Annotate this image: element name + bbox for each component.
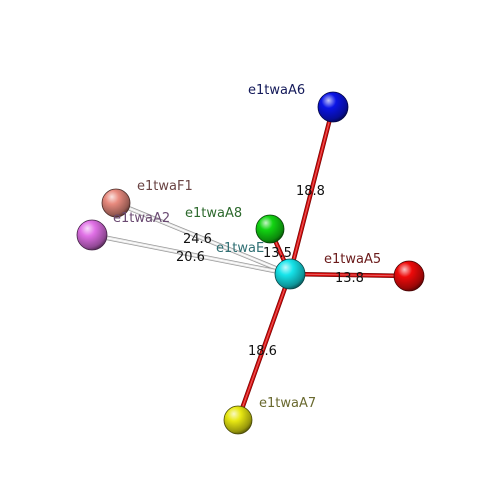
node-e1twaa5[interactable] — [393, 260, 425, 292]
distance-label-e1twaf1: 24.6 — [183, 232, 212, 247]
bond-e1twaa5 — [287, 271, 412, 279]
foreground-labels: 13.5 13.8 — [263, 246, 364, 286]
node-label-e1twaa6: e1twaA6 — [248, 83, 305, 98]
distance-label-e1twaa8: 13.5 — [263, 246, 292, 261]
node-label-e1twaa8: e1twaA8 — [185, 206, 242, 221]
node-label-e1twaf1: e1twaF1 — [137, 179, 193, 194]
node-e1twaa6[interactable] — [317, 91, 349, 123]
node-label-e1twaa5: e1twaA5 — [324, 252, 381, 267]
distance-label-e1twaa7: 18.6 — [248, 344, 277, 359]
labels-layer: e1twaE e1twaA6 18.8 e1twaF1 24.6 e1twaA2 20.6 e… — [113, 83, 381, 411]
node-e1twaa7[interactable] — [223, 405, 253, 435]
node-e1twaf1[interactable] — [101, 188, 131, 218]
bond-e1twaa6 — [287, 104, 336, 277]
node-label-e1twaa7: e1twaA7 — [259, 396, 316, 411]
distance-label-e1twaa2: 20.6 — [176, 250, 205, 265]
node-center[interactable] — [274, 258, 306, 290]
bond-e1twaa2 — [89, 232, 293, 277]
node-label-center: e1twaE — [216, 241, 264, 256]
distance-label-e1twaa5: 13.8 — [335, 271, 364, 286]
distance-label-e1twaa6: 18.8 — [296, 184, 325, 199]
node-e1twaa8[interactable] — [255, 214, 285, 244]
node-label-e1twaa2: e1twaA2 — [113, 211, 170, 226]
nodes-layer — [76, 91, 425, 435]
node-e1twaa2[interactable] — [76, 219, 108, 251]
bond-e1twaf1 — [113, 200, 293, 277]
bond-e1twaa7 — [235, 271, 293, 423]
